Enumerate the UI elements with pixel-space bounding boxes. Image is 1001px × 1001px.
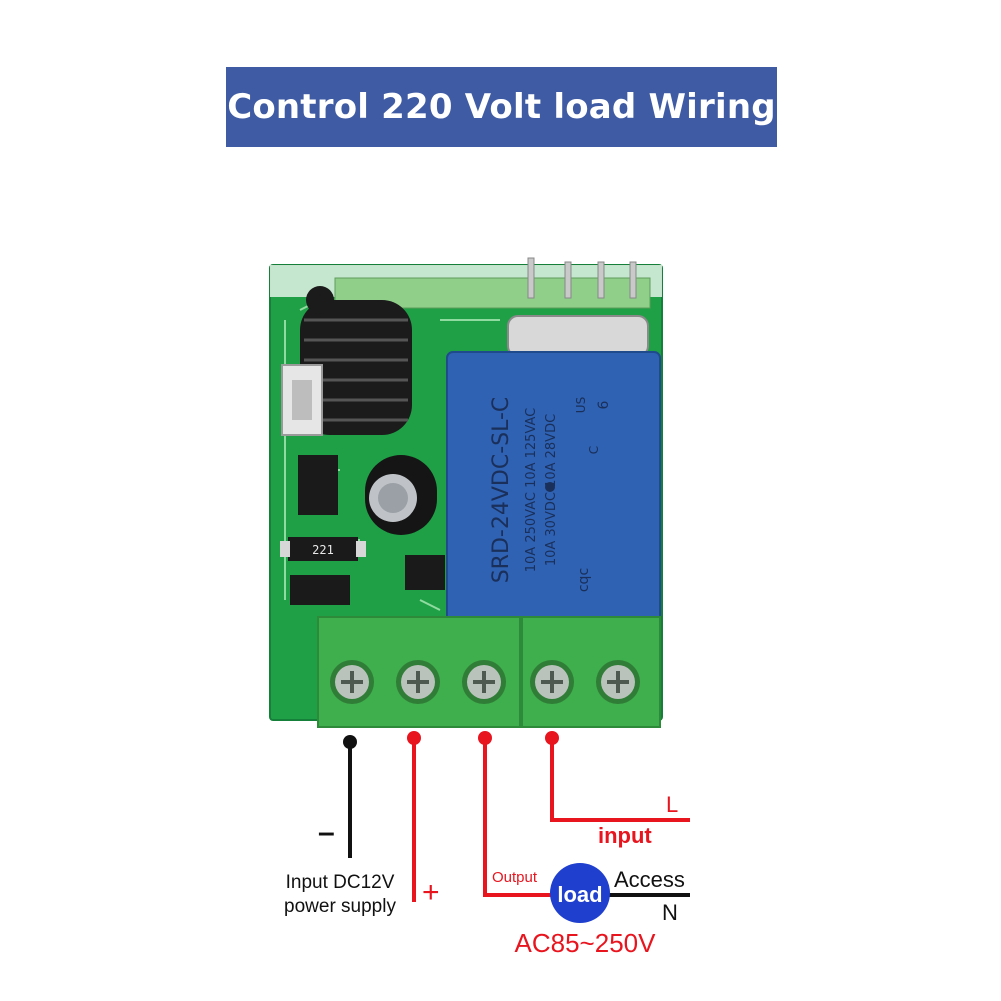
terminal-screw-1 [330,660,374,704]
capacitor [365,455,437,535]
diode [290,575,350,605]
terminal-screw-4 [530,660,574,704]
load-indicator: load [550,863,610,923]
output-label: Output [492,869,538,886]
neutral-label: N [662,900,678,925]
page-title: Control 220 Volt load Wiring [227,87,776,127]
title-banner: Control 220 Volt load Wiring [226,67,777,147]
relay-rating-1: 10A 250VAC 10A 125VAC [524,408,539,573]
power-supply-label-line2: power supply [284,896,396,917]
positive-label: + [422,876,440,909]
transistor [405,555,445,590]
wire-positive [407,731,421,902]
relay-pin-mark: 6 [596,400,612,409]
resistor-code: 221 [312,543,334,557]
relay: SRD-24VDC-SL-C 10A 250VAC 10A 125VAC 10A… [446,351,661,628]
terminal-block [317,616,661,728]
antenna-coil [300,286,412,435]
terminal-screw-3 [462,660,506,704]
input-label: input [598,823,652,848]
voltage-range-label: AC85~250V [515,928,657,958]
power-supply-label-line1: Input DC12V [286,872,395,893]
crystal-oscillator [507,315,649,357]
push-button [281,364,323,436]
voltage-regulator [298,455,338,515]
relay-cert-c: C [587,446,601,454]
relay-cqc-mark: cqc [576,568,592,592]
negative-label: – [318,816,335,849]
wire-output [478,731,560,897]
wire-live-input [545,731,690,822]
resistor: 221 [280,537,366,561]
relay-cert-us: US [574,397,588,413]
terminal-screw-2 [396,660,440,704]
access-label: Access [614,867,685,892]
live-label: L [666,792,678,817]
relay-model: SRD-24VDC-SL-C [489,397,514,584]
wire-negative [343,735,357,858]
terminal-screw-5 [596,660,640,704]
load-label: load [557,882,602,907]
